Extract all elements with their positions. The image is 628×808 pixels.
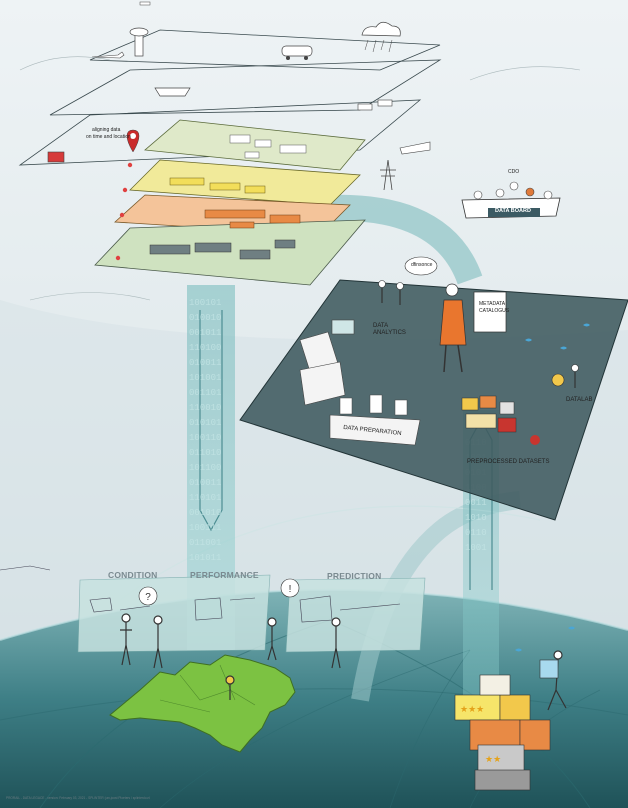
arrow-down bbox=[199, 310, 223, 532]
airplane-sketch bbox=[0, 565, 51, 571]
svg-text:100101: 100101 bbox=[189, 298, 221, 308]
svg-text:?: ? bbox=[145, 592, 151, 603]
award-ribbon-icon bbox=[530, 435, 540, 445]
svg-text:0011: 0011 bbox=[465, 498, 487, 508]
svg-text:101100: 101100 bbox=[189, 463, 221, 473]
svg-text:110101: 110101 bbox=[189, 493, 221, 503]
svg-text:1010: 1010 bbox=[465, 513, 487, 523]
speech-bubble-icon bbox=[404, 256, 438, 276]
data-board-table bbox=[461, 181, 561, 219]
trucks-icon bbox=[357, 99, 393, 111]
label-condition: CONDITION bbox=[108, 570, 158, 580]
label-prediction: PREDICTION bbox=[327, 571, 382, 581]
svg-text:100110: 100110 bbox=[189, 433, 221, 443]
label-aligning-data-2: on time and location bbox=[86, 134, 131, 140]
label-metadata-2: CATALOGUS bbox=[479, 308, 510, 314]
catalogue-keeper-figure bbox=[439, 283, 507, 373]
svg-text:010010: 010010 bbox=[189, 313, 221, 323]
label-metadata-1: METADATA bbox=[479, 301, 506, 307]
exclamation-bubble-icon: ! bbox=[280, 578, 300, 598]
svg-text:010101: 010101 bbox=[189, 418, 221, 428]
question-bubble-icon: ? bbox=[138, 586, 158, 606]
label-speech: dfinsonce bbox=[411, 262, 433, 268]
svg-text:100111: 100111 bbox=[189, 523, 221, 533]
svg-text:110010: 110010 bbox=[189, 403, 221, 413]
label-aligning-data-1: aligning data bbox=[92, 127, 121, 133]
svg-text:010011: 010011 bbox=[189, 358, 221, 368]
location-clock-icon bbox=[126, 129, 140, 153]
rain-cloud-icon bbox=[361, 21, 401, 53]
tanker-truck-icon bbox=[281, 45, 313, 60]
netherlands-map bbox=[109, 654, 296, 753]
label-data-analytics-1: DATA bbox=[373, 323, 389, 329]
rating-stars-icon: ★★★★★ bbox=[460, 705, 501, 765]
svg-text:101011: 101011 bbox=[189, 553, 221, 563]
condition-performance-panel bbox=[77, 574, 271, 653]
people-on-globe bbox=[120, 613, 567, 711]
svg-text:001101: 001101 bbox=[189, 388, 221, 398]
data-analytics-figures bbox=[299, 319, 355, 406]
plane-icon bbox=[91, 51, 125, 59]
satellite-icon bbox=[139, 1, 151, 6]
svg-text:★★★: ★★★ bbox=[460, 705, 484, 715]
label-preprocessed-datasets: PREPROCESSED DATASETS bbox=[467, 459, 550, 465]
control-tower-icon bbox=[129, 27, 149, 57]
label-performance: PERFORMANCE bbox=[190, 570, 259, 580]
bird-icons bbox=[515, 323, 590, 652]
datalab-figures bbox=[551, 364, 579, 388]
label-data-analytics-2: ANALYTICS bbox=[373, 330, 406, 336]
svg-text:101001: 101001 bbox=[189, 373, 221, 383]
svg-text:★★: ★★ bbox=[485, 755, 501, 765]
label-data-board: DATA BOARD bbox=[495, 208, 531, 214]
preprocessed-datasets-blocks bbox=[461, 395, 540, 445]
power-pylon-icon bbox=[380, 159, 396, 191]
label-datalab: DATALAB bbox=[566, 397, 593, 403]
label-cdo: CDO bbox=[508, 169, 520, 175]
svg-text:110100: 110100 bbox=[189, 343, 221, 353]
red-truck-icon bbox=[47, 151, 65, 163]
svg-text:!: ! bbox=[289, 584, 292, 595]
data-preparation-figures bbox=[329, 394, 421, 446]
lego-blocks-stack bbox=[454, 659, 559, 791]
svg-text:0110: 0110 bbox=[465, 528, 487, 538]
svg-text:001011: 001011 bbox=[189, 328, 221, 338]
svg-text:001010: 001010 bbox=[189, 508, 221, 518]
svg-text:011001: 011001 bbox=[189, 538, 221, 548]
svg-text:1001: 1001 bbox=[465, 543, 487, 553]
prediction-panel bbox=[285, 577, 426, 653]
footer-credit: PRORAIL - DATA LEGACE - version: Februar… bbox=[6, 796, 150, 800]
train-icon bbox=[399, 141, 431, 155]
discussing-people bbox=[378, 256, 438, 305]
ship-icon bbox=[154, 87, 191, 97]
svg-text:010011: 010011 bbox=[189, 478, 221, 488]
svg-text:011010: 011010 bbox=[189, 448, 221, 458]
